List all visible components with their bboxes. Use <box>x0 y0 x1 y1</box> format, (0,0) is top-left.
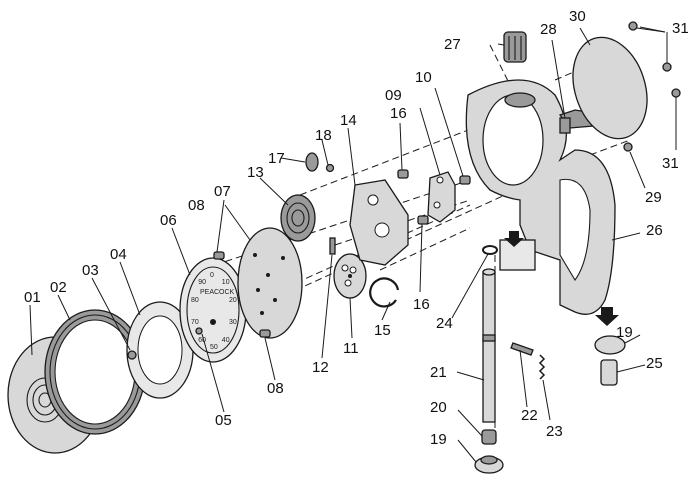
label-part-31-lower: 31 <box>662 155 679 172</box>
label-part-29: 29 <box>645 189 662 206</box>
part-06-dial-face: PEACOCK 0 10 20 30 40 50 60 70 80 90 <box>179 257 247 363</box>
leader-lines <box>29 26 677 463</box>
dial-scale-number: 90 <box>198 279 206 286</box>
dial-scale-number: 30 <box>229 319 237 326</box>
label-part-12: 12 <box>312 359 329 376</box>
dial-scale-number: 50 <box>210 344 218 351</box>
part-29-screw <box>623 142 633 152</box>
label-part-06: 06 <box>160 212 177 229</box>
dial-scale-number: 20 <box>229 297 237 304</box>
label-part-07: 07 <box>214 183 231 200</box>
part-10-screw <box>459 175 471 185</box>
label-part-20: 20 <box>430 399 447 416</box>
label-part-01: 01 <box>24 289 41 306</box>
part-19-anvil-bottom <box>474 455 504 474</box>
label-part-28: 28 <box>540 21 557 38</box>
dial-scale-number: 0 <box>210 272 214 279</box>
label-part-30: 30 <box>569 8 586 25</box>
part-31-screw-lower <box>671 88 681 98</box>
part-09-bracket-plate <box>427 171 456 223</box>
label-part-17: 17 <box>268 150 285 167</box>
label-part-16-upper: 16 <box>390 105 407 122</box>
dial-scale-number: 10 <box>222 279 230 286</box>
label-part-02: 02 <box>50 279 67 296</box>
part-20-collar <box>481 429 497 445</box>
label-part-23: 23 <box>546 423 563 440</box>
dial-scale-number: 70 <box>191 319 199 326</box>
label-part-26: 26 <box>646 222 663 239</box>
part-15-circlip <box>369 277 400 308</box>
label-part-10: 10 <box>415 69 432 86</box>
label-part-22: 22 <box>521 407 538 424</box>
part-30-back-cover <box>572 36 648 140</box>
part-16-screw-upper <box>397 169 409 179</box>
label-part-25: 25 <box>646 355 663 372</box>
label-part-31-upper: 31 <box>672 20 689 37</box>
part-05-screw <box>195 327 203 335</box>
label-part-04: 04 <box>110 246 127 263</box>
label-part-15: 15 <box>374 322 391 339</box>
part-08-screw-lower <box>259 329 271 338</box>
part-08-screw-upper <box>213 251 225 260</box>
label-part-05: 05 <box>215 412 232 429</box>
label-part-11: 11 <box>343 340 359 357</box>
label-part-13: 13 <box>247 164 264 181</box>
part-17-pin <box>305 152 319 172</box>
label-part-08-upper: 08 <box>188 197 205 214</box>
arrow-icon-right <box>595 307 619 326</box>
part-03-screw <box>127 350 137 360</box>
part-31-screw-upper <box>628 21 638 31</box>
part-11-gear-wheel <box>333 253 367 299</box>
dial-scale-number: 40 <box>222 337 230 344</box>
label-part-24: 24 <box>436 315 453 332</box>
label-part-21: 21 <box>430 364 447 381</box>
part-14-gear-plate <box>349 179 409 266</box>
dial-scale-number: 60 <box>198 337 206 344</box>
part-26-main-frame <box>465 79 616 315</box>
part-22-pin <box>510 342 534 356</box>
part-16-screw-lower <box>417 215 429 225</box>
dial-scale-number: 80 <box>191 297 199 304</box>
part-19-anvil-right <box>594 335 626 355</box>
label-part-14: 14 <box>340 112 357 129</box>
part-04-scale-ring <box>126 301 194 399</box>
part-12-pinion <box>329 237 336 255</box>
label-part-03: 03 <box>82 262 99 279</box>
part-07-movement-plate <box>237 227 303 339</box>
label-part-27: 27 <box>444 36 461 53</box>
dial-brand: PEACOCK <box>200 289 235 296</box>
part-18-screw <box>325 163 335 173</box>
label-part-09: 09 <box>385 87 402 104</box>
label-part-08-lower: 08 <box>267 380 284 397</box>
label-part-19-bottom: 19 <box>430 431 447 448</box>
part-23-spring <box>538 354 546 380</box>
label-part-19-right: 19 <box>616 324 633 341</box>
part-21-spindle <box>482 268 496 423</box>
label-part-18: 18 <box>315 127 332 144</box>
label-part-16-lower: 16 <box>413 296 430 313</box>
part-13-hairspring <box>280 194 316 242</box>
part-27-knob <box>503 31 527 63</box>
part-24-ring <box>482 245 498 255</box>
part-31-screw-middle <box>662 62 672 72</box>
part-25-post <box>600 359 618 386</box>
arrow-icon-frame <box>504 231 524 247</box>
